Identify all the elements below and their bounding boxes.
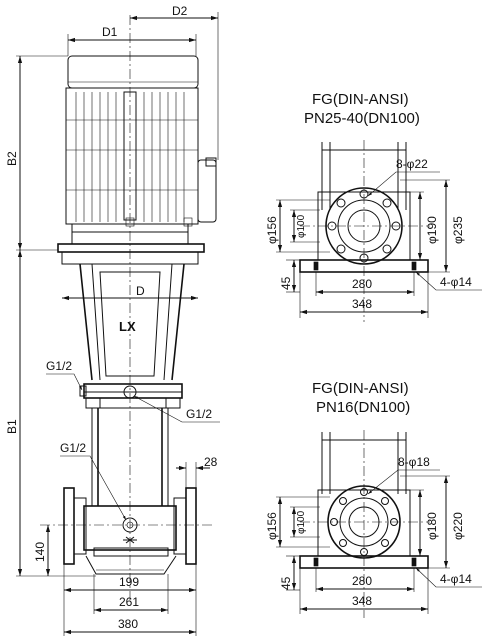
flange2-title-line1: FG(DIN-ANSI) [312, 380, 409, 397]
flange2-base-length: 348 [352, 594, 372, 608]
flange1-hole-spacing: 280 [352, 277, 372, 291]
flange1-title-line1: FG(DIN-ANSI) [312, 91, 409, 108]
flange1-pitch-dia: φ156 [265, 216, 279, 244]
dim-inlet-height: 140 [33, 542, 47, 562]
stage-casing [97, 408, 163, 506]
dim-flange-thickness: 28 [204, 455, 218, 469]
brand-logo: LX [119, 319, 136, 334]
flange2-base-height: 45 [279, 576, 293, 590]
flange1-base-height: 45 [279, 276, 293, 290]
label-g12-drain: G1/2 [60, 441, 86, 455]
dim-d2: D2 [172, 4, 188, 18]
flange1-title-line2: PN25-40(DN100) [304, 110, 420, 127]
pump-head [83, 383, 183, 399]
flange2-base-holes: 4-φ14 [440, 572, 472, 586]
pump-base [83, 505, 177, 551]
motor-top-cover [67, 55, 199, 89]
dim-d1: D1 [102, 25, 118, 39]
flange1-bolt-holes: 8-φ22 [396, 157, 428, 171]
terminal-box [197, 159, 217, 223]
inlet-flange [63, 487, 75, 565]
dim-b1: B1 [5, 419, 19, 434]
flange-view-pn16: FG(DIN-ANSI) PN16(DN100) 8-φ18 φ100 [265, 380, 482, 618]
flange1-inner-dia: φ100 [296, 214, 307, 238]
lantern-housing [61, 252, 199, 265]
label-g12-side: G1/2 [186, 407, 212, 421]
flange2-raised-face-dia: φ180 [425, 512, 439, 540]
flange1-base-holes: 4-φ14 [440, 275, 472, 289]
flange2-outer-dia: φ220 [451, 512, 465, 540]
flange1-outer-dia: φ235 [451, 216, 465, 244]
motor-flange [57, 243, 205, 253]
flange2-title-line2: PN16(DN100) [316, 399, 410, 416]
dim-d: D [136, 284, 145, 298]
pump-front-view: LX D1 D2 B2 B1 D 140 28 [5, 4, 220, 636]
label-g12-vent: G1/2 [46, 359, 72, 373]
dim-base-width: 261 [119, 595, 139, 609]
flange2-hole-spacing: 280 [352, 574, 372, 588]
flange1-raised-face-dia: φ190 [425, 216, 439, 244]
flange2-pitch-dia: φ156 [265, 512, 279, 540]
outlet-flange [185, 487, 197, 565]
dim-b2: B2 [5, 151, 19, 166]
dim-port-width: 199 [119, 575, 139, 589]
dim-overall-width: 380 [118, 617, 138, 631]
flange-view-pn25-40: FG(DIN-ANSI) PN25-40(DN100) 8-φ22 φ100 [265, 91, 482, 322]
motor-body [65, 87, 199, 225]
flange1-base-length: 348 [352, 297, 372, 311]
flange2-bolt-holes: 8-φ18 [398, 455, 430, 469]
flange2-inner-dia: φ100 [296, 510, 307, 534]
